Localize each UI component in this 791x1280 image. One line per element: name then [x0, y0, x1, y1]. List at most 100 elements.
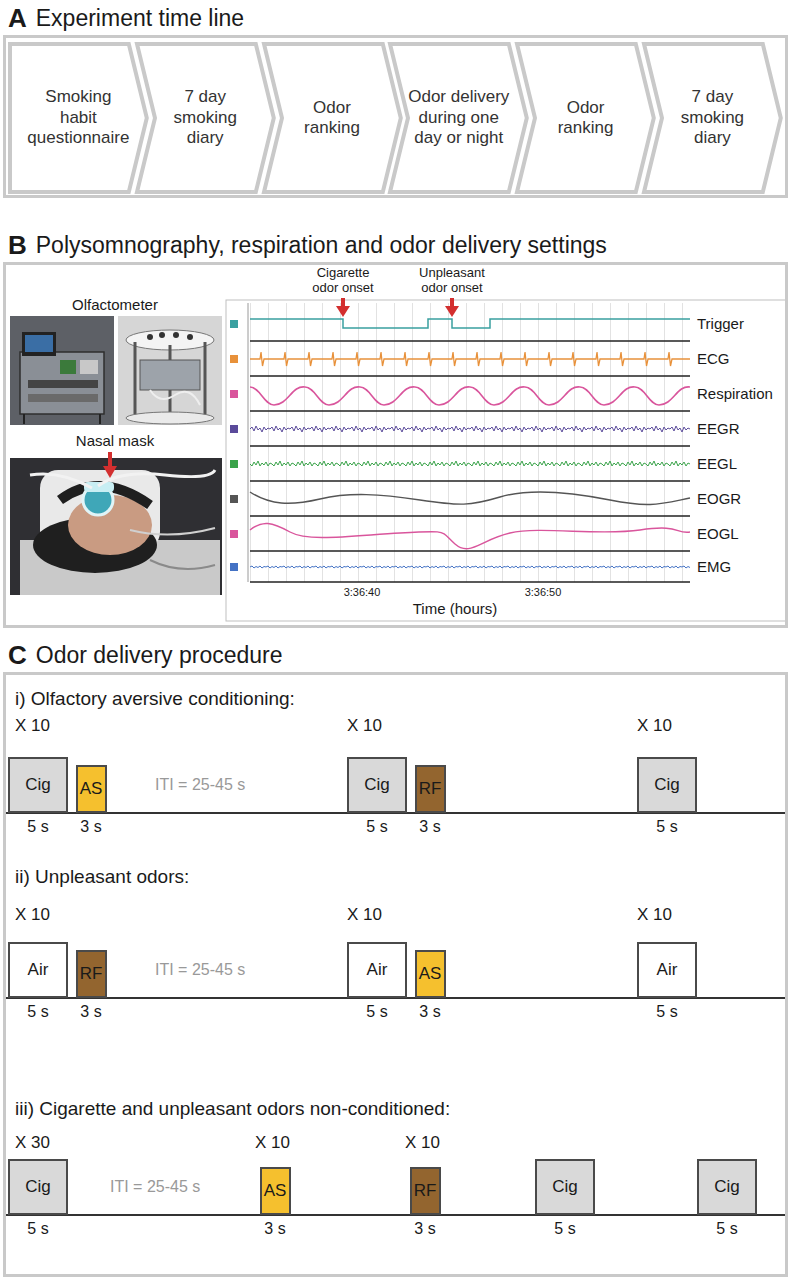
figure-label: 5 s: [716, 1220, 737, 1238]
figure-label: X 10: [347, 905, 382, 925]
figure-label: 3 s: [264, 1220, 285, 1238]
figure-label: Cigarette odor onset: [303, 266, 383, 296]
stimulus-box: Air: [637, 942, 697, 998]
figure-label: Nasal mask: [76, 432, 154, 449]
figure-label: 3 s: [419, 1003, 440, 1021]
figure-label: 5 s: [27, 1220, 48, 1238]
chevron-outline: [264, 44, 401, 192]
stimulus-label: Cig: [654, 776, 680, 795]
chevron-outline: [137, 44, 274, 192]
timeline-step: Odor delivery during one day or night: [388, 42, 529, 194]
stimulus-box: Air: [8, 942, 68, 998]
step-label: 7 day smoking diary: [662, 87, 762, 148]
panel-heading: Experiment time line: [36, 6, 244, 31]
panel-letter: A: [8, 4, 27, 33]
chevron-outline: [517, 44, 654, 192]
chevron-text-area: Odor ranking: [515, 42, 656, 194]
figure-label: Unpleasant odor onset: [407, 266, 497, 296]
figure-label: EEGR: [697, 420, 740, 437]
figure-label: X 30: [15, 1133, 50, 1153]
stimulus-label: Cig: [25, 1178, 51, 1197]
step-label: Odor delivery during one day or night: [407, 87, 511, 148]
figure-label: X 10: [347, 716, 382, 736]
timeline-step: Smoking habit questionnaire: [8, 42, 149, 194]
figure-label: 5 s: [27, 818, 48, 836]
figure-label: 5 s: [656, 818, 677, 836]
stimulus-label: AS: [80, 780, 103, 799]
stimulus-box: RF: [76, 950, 107, 998]
stimulus-box: AS: [76, 765, 107, 813]
figure-label: 5 s: [366, 818, 387, 836]
figure-label: Respiration: [697, 385, 773, 402]
step-label: 7 day smoking diary: [155, 87, 255, 148]
stimulus-label: Air: [657, 961, 678, 980]
stimulus-box: Cig: [8, 757, 68, 813]
chevron-text-area: Smoking habit questionnaire: [8, 42, 149, 194]
stimulus-box: Air: [347, 942, 407, 998]
step-label: Odor ranking: [540, 98, 632, 139]
stimulus-label: Cig: [25, 776, 51, 795]
stimulus-label: AS: [419, 965, 442, 984]
stimulus-box: RF: [410, 1167, 441, 1215]
figure-label: 3 s: [419, 818, 440, 836]
figure-label: ITI = 25-45 s: [155, 961, 245, 979]
panel-heading: Polysomnography, respiration and odor de…: [36, 233, 607, 258]
figure-label: EMG: [697, 558, 731, 575]
figure-label: ECG: [697, 350, 730, 367]
figure-label: X 10: [405, 1133, 440, 1153]
chevron-outline: [390, 44, 527, 192]
nasal-mask-photo: [10, 452, 222, 595]
step-label: Smoking habit questionnaire: [26, 87, 130, 148]
figure-label: 3 s: [80, 818, 101, 836]
chevron-text-area: 7 day smoking diary: [135, 42, 276, 194]
figure-label: EOGR: [697, 490, 741, 507]
figure-label: 5 s: [366, 1003, 387, 1021]
stimulus-label: AS: [264, 1182, 287, 1201]
stimulus-label: Cig: [552, 1178, 578, 1197]
step-label: Odor ranking: [286, 98, 378, 139]
figure-label: i) Olfactory aversive conditioning:: [15, 688, 295, 710]
stimulus-box: Cig: [637, 757, 697, 813]
stimulus-label: Cig: [364, 776, 390, 795]
timeline-step: Odor ranking: [515, 42, 656, 194]
figure-label: Time (hours): [413, 600, 497, 617]
stimulus-box: Cig: [347, 757, 407, 813]
figure-label: 3 s: [414, 1220, 435, 1238]
figure-label: X 10: [15, 716, 50, 736]
figure-label: ITI = 25-45 s: [110, 1178, 200, 1196]
stimulus-label: Air: [28, 961, 49, 980]
stimulus-box: Cig: [535, 1159, 595, 1215]
panel-letter: B: [8, 231, 27, 260]
figure-label: X 10: [255, 1133, 290, 1153]
chevron-outline: [10, 44, 147, 192]
figure-label: 3:36:40: [344, 586, 381, 599]
timeline-step: Odor ranking: [262, 42, 403, 194]
figure-label: X 10: [637, 905, 672, 925]
chevron-text-area: Odor ranking: [262, 42, 403, 194]
chevron-text-area: Odor delivery during one day or night: [388, 42, 529, 194]
stimulus-box: Cig: [697, 1159, 757, 1215]
figure-label: X 10: [15, 905, 50, 925]
stimulus-label: Air: [367, 961, 388, 980]
stimulus-label: RF: [419, 780, 442, 799]
figure-label: Trigger: [697, 315, 744, 332]
panel-letter: C: [8, 641, 27, 670]
timeline-step: 7 day smoking diary: [135, 42, 276, 194]
figure-label: iii) Cigarette and unpleasant odors non-…: [15, 1098, 450, 1120]
stimulus-label: Cig: [714, 1178, 740, 1197]
timeline-step: 7 day smoking diary: [642, 42, 783, 194]
polysomnography-trace: [226, 298, 786, 621]
timeline-axis: [5, 813, 786, 1215]
figure-label: ITI = 25-45 s: [155, 776, 245, 794]
stimulus-box: Cig: [8, 1159, 68, 1215]
chevron-outline: [644, 44, 781, 192]
figure-label: 5 s: [554, 1220, 575, 1238]
figure-label: 3 s: [80, 1003, 101, 1021]
stimulus-box: AS: [260, 1167, 291, 1215]
figure-label: 5 s: [27, 1003, 48, 1021]
olfactometer-photo: [10, 316, 222, 425]
stimulus-label: RF: [80, 965, 103, 984]
panel-heading: Odor delivery procedure: [36, 643, 283, 668]
stimulus-box: AS: [415, 950, 446, 998]
